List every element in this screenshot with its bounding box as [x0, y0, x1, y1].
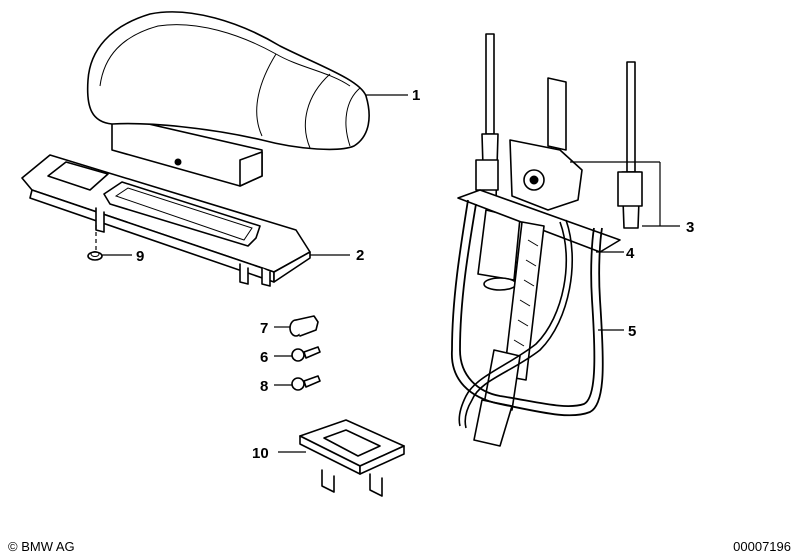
label-part-4: 4	[626, 245, 635, 262]
label-part-3: 3	[686, 219, 694, 236]
guide-sleeve-part-10	[299, 419, 405, 497]
label-part-2: 2	[356, 247, 364, 264]
clip-part-9	[87, 225, 103, 261]
headrest-drive-assembly	[451, 33, 643, 447]
screw-part-6	[291, 346, 321, 362]
label-part-7: 7	[260, 320, 268, 337]
diagram-code: 00007196	[733, 539, 791, 554]
label-part-1: 1	[412, 87, 420, 104]
screw-part-7	[289, 315, 319, 337]
trim-panel	[21, 154, 311, 287]
label-part-6: 6	[260, 349, 268, 366]
label-part-10: 10	[252, 445, 269, 462]
screw-part-8	[291, 375, 321, 391]
label-part-5: 5	[628, 323, 636, 340]
label-part-8: 8	[260, 378, 268, 395]
copyright-text: © BMW AG	[8, 539, 75, 554]
label-part-9: 9	[136, 248, 144, 265]
headrest-cushion	[86, 11, 370, 187]
